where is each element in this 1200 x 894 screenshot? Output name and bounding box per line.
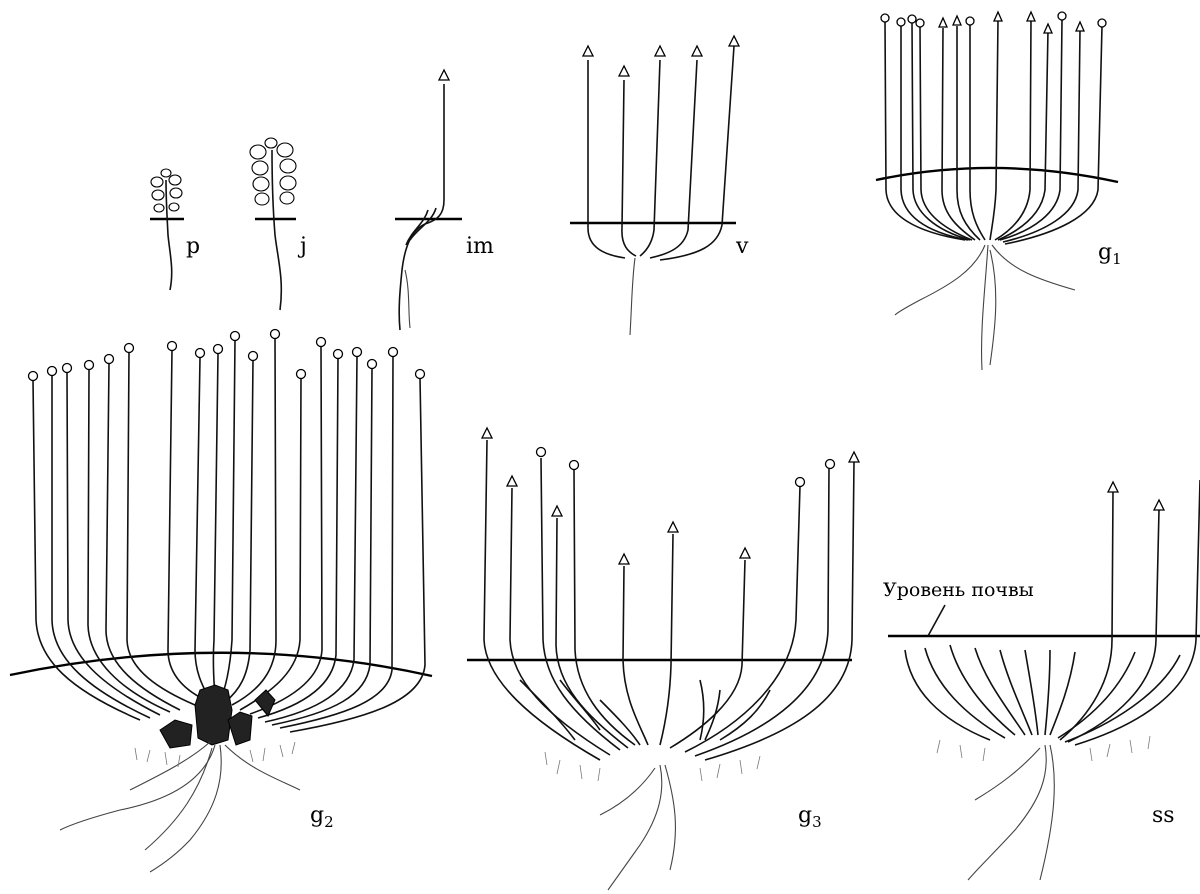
plant-im: im bbox=[395, 70, 494, 330]
stage-label-g3: g3 bbox=[798, 803, 822, 831]
stem-j bbox=[272, 150, 281, 310]
plant-j: j bbox=[250, 138, 307, 310]
stage-label-p: p bbox=[186, 234, 200, 259]
tips-g3 bbox=[482, 428, 859, 564]
rootlets-ss bbox=[937, 736, 1150, 761]
roots-g1 bbox=[895, 245, 1075, 370]
stage-label-g2: g2 bbox=[310, 803, 334, 831]
bud-tip-im bbox=[439, 70, 449, 80]
rootlets-g3 bbox=[545, 752, 760, 781]
soil-level-leader bbox=[928, 605, 945, 636]
shoots-v bbox=[588, 46, 734, 260]
roots-g2 bbox=[60, 742, 300, 872]
stage-label-v: v bbox=[735, 234, 749, 259]
dead-shoots-ss bbox=[905, 645, 1180, 742]
shoots-g1 bbox=[885, 20, 1102, 244]
tips-g2 bbox=[29, 330, 425, 381]
shoots-g2 bbox=[33, 338, 425, 732]
plant-v: v bbox=[570, 36, 749, 335]
soil-level-label: Уровень почвы bbox=[883, 579, 1034, 601]
stem-im bbox=[399, 84, 444, 330]
stage-label-ss: ss bbox=[1152, 803, 1175, 828]
dead-shoots-g3 bbox=[520, 680, 770, 745]
shoots-ss bbox=[1060, 480, 1200, 745]
shoots-g3 bbox=[484, 440, 854, 760]
stage-label-im: im bbox=[466, 234, 494, 259]
plant-g2: g2 bbox=[10, 330, 432, 873]
stage-label-g1: g1 bbox=[1098, 240, 1122, 268]
plant-p: p bbox=[150, 169, 200, 290]
roots-g3 bbox=[600, 765, 675, 890]
stem-p bbox=[166, 180, 172, 290]
roots-ss bbox=[968, 745, 1054, 880]
tips-g1 bbox=[881, 12, 1106, 33]
tips-ss bbox=[1108, 482, 1164, 510]
plant-g3: g3 bbox=[467, 428, 859, 890]
caudex-g2 bbox=[160, 685, 275, 748]
stage-label-j: j bbox=[297, 234, 307, 259]
plant-g1: g1 bbox=[876, 12, 1122, 370]
plant-ss: Уровень почвы ss bbox=[883, 480, 1200, 880]
